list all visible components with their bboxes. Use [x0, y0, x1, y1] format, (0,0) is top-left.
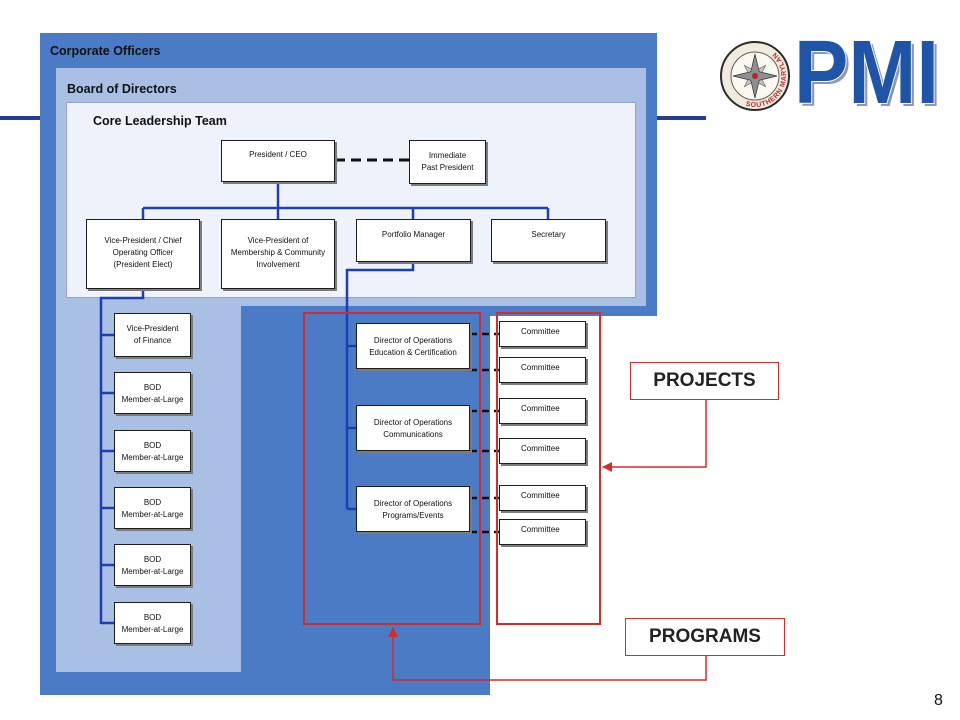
president-ceo-box: President / CEO [221, 140, 335, 182]
programs-callout: PROGRAMS [625, 618, 785, 656]
member-at-large-box: BOD Member-at-Large [114, 544, 191, 586]
logo-letters-shadow: PMI [797, 26, 942, 116]
programs-arrow [388, 627, 707, 681]
member-at-large-box: BOD Member-at-Large [114, 430, 191, 472]
compass-icon [720, 41, 790, 111]
committee-box: Committee [499, 321, 586, 347]
board-of-directors-title: Board of Directors [67, 82, 177, 96]
committee-box: Committee [499, 485, 586, 511]
logo-letters: PMI [794, 26, 939, 116]
projects-callout: PROJECTS [630, 362, 779, 400]
committee-box: Committee [499, 398, 586, 424]
vp-coo-to-board-connector [99, 289, 145, 624]
projects-highlight-frame [496, 312, 601, 625]
committee-box: Committee [499, 357, 586, 383]
committee-box: Committee [499, 438, 586, 464]
member-at-large-box: BOD Member-at-Large [114, 487, 191, 529]
vp-finance-box: Vice-President of Finance [114, 313, 191, 357]
secretary-box: Secretary [491, 219, 606, 262]
vp-membership-box: Vice-President of Membership & Community… [221, 219, 335, 289]
vp-coo-box: Vice-President / Chief Operating Officer… [86, 219, 200, 289]
member-at-large-box: BOD Member-at-Large [114, 602, 191, 644]
director-communications-box: Director of Operations Communications [356, 405, 470, 451]
programs-highlight-frame [303, 312, 481, 625]
projects-arrow [602, 400, 707, 472]
portfolio-to-directors-connector [345, 262, 415, 509]
portfolio-manager-box: Portfolio Manager [356, 219, 471, 262]
director-programs-events-box: Director of Operations Programs/Events [356, 486, 470, 532]
core-leadership-team-title: Core Leadership Team [93, 114, 227, 128]
pmi-logo: SOUTHERN MARYLAND PMI PMI [718, 26, 942, 116]
corporate-officers-title: Corporate Officers [50, 44, 161, 58]
committee-box: Committee [499, 519, 586, 545]
director-education-certification-box: Director of Operations Education & Certi… [356, 323, 470, 369]
member-at-large-box: BOD Member-at-Large [114, 372, 191, 414]
page-number: 8 [934, 692, 943, 709]
immediate-past-president-box: Immediate Past President [409, 140, 486, 184]
